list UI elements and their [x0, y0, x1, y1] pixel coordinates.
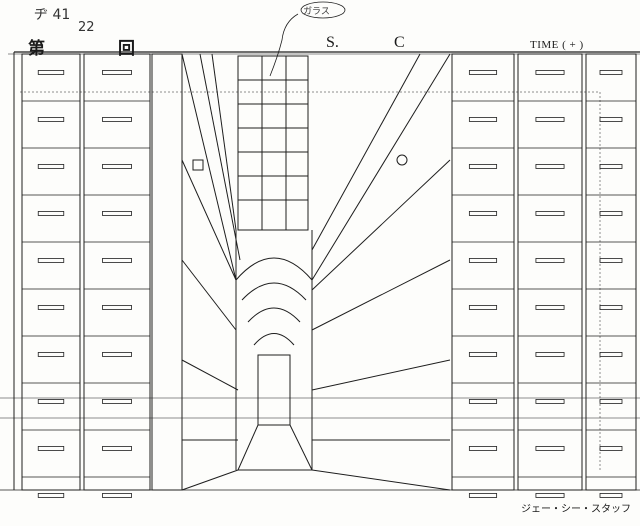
drawer-handle: [37, 305, 65, 310]
studio-credit: ジェー・シー・スタッフ: [521, 504, 631, 515]
drawer-handle: [102, 258, 132, 263]
glass-callout-label: ガラス: [303, 7, 330, 17]
drawer-handle: [599, 493, 623, 498]
drawer-handle: [599, 446, 623, 451]
drawer-handle: [535, 164, 565, 169]
drawer-handle: [599, 70, 623, 75]
left-cabinets: [21, 53, 183, 491]
drawer-handle: [535, 305, 565, 310]
left-drawer-rows: [22, 53, 150, 498]
drawer-handle: [37, 446, 65, 451]
drawer-handle: [37, 117, 65, 122]
handwritten-note-line2: 22: [78, 20, 95, 35]
right-drawer-rows: [452, 53, 636, 498]
right-cabinets: [451, 53, 637, 491]
drawer-handle: [468, 305, 498, 310]
drawer-handle: [535, 70, 565, 75]
drawer-handle: [599, 211, 623, 216]
drawer-handle: [37, 493, 65, 498]
drawer-handle: [102, 164, 132, 169]
drawer-handle: [102, 305, 132, 310]
drawer-handle: [535, 352, 565, 357]
drawer-handle: [102, 211, 132, 216]
drawer-handle: [535, 399, 565, 404]
episode-suffix: 回: [118, 39, 135, 58]
drawer-handle: [599, 164, 623, 169]
drawer-handle: [37, 399, 65, 404]
drawer-handle: [468, 399, 498, 404]
drawer-handle: [102, 352, 132, 357]
drawer-handle: [535, 258, 565, 263]
drawer-handle: [37, 352, 65, 357]
drawer-handle: [599, 352, 623, 357]
drawer-handle: [599, 399, 623, 404]
drawer-handle: [535, 117, 565, 122]
drawer-handle: [599, 305, 623, 310]
drawer-handle: [102, 493, 132, 498]
drawer-handle: [37, 211, 65, 216]
drawer-handle: [37, 70, 65, 75]
callout-bubble: [300, 1, 346, 19]
drawer-handle: [599, 258, 623, 263]
drawer-handle: [102, 399, 132, 404]
drawer-handle: [468, 211, 498, 216]
drawer-handle: [535, 493, 565, 498]
drawer-handle: [102, 117, 132, 122]
drawer-handle: [468, 258, 498, 263]
time-label: TIME ( + ): [530, 39, 584, 51]
drawer-handle: [468, 164, 498, 169]
drawer-handle: [468, 70, 498, 75]
drawer-handle: [468, 493, 498, 498]
drawer-handle: [535, 211, 565, 216]
drawer-handle: [468, 352, 498, 357]
scene-label: S.: [326, 34, 339, 51]
corridor-perspective: [181, 53, 451, 491]
drawer-handle: [37, 258, 65, 263]
drawer-handle: [535, 446, 565, 451]
drawer-handle: [468, 446, 498, 451]
drawer-handle: [102, 70, 132, 75]
drawer-handle: [599, 117, 623, 122]
episode-label: 第: [28, 39, 45, 58]
drawer-handle: [37, 164, 65, 169]
drawer-handle: [102, 446, 132, 451]
handwritten-note-line1: ヂ 41: [34, 7, 71, 23]
cut-label: C: [394, 34, 405, 51]
callout-stroke: [269, 13, 299, 77]
drawer-handle: [468, 117, 498, 122]
